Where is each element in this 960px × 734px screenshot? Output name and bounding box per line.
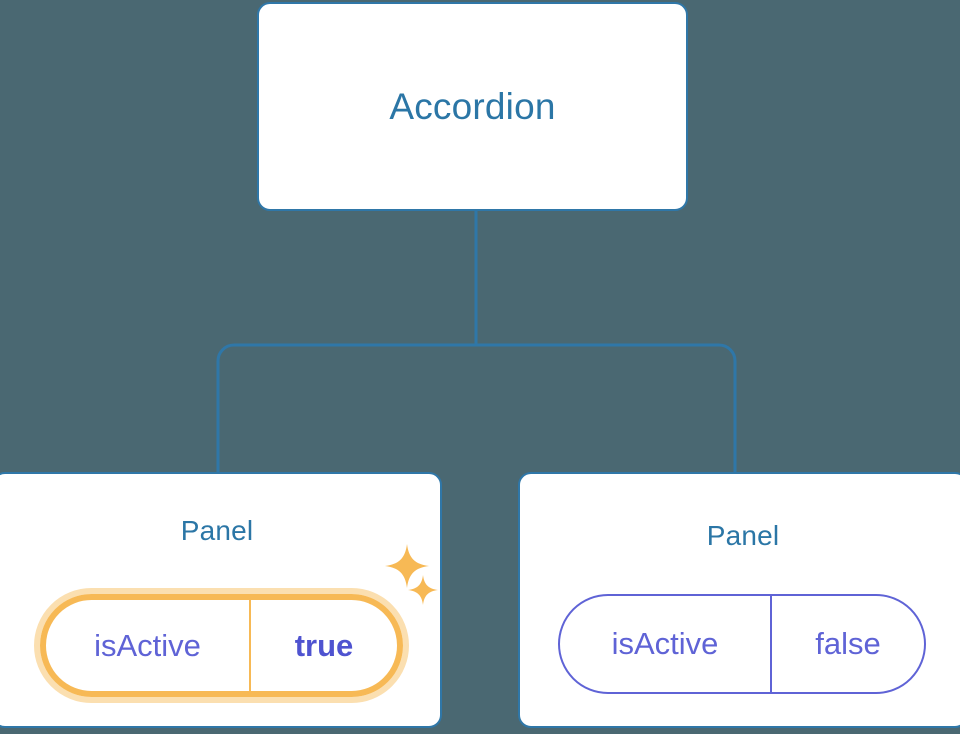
node-accordion[interactable]: Accordion [257, 2, 688, 211]
connector-bus-to-left-panel [216, 343, 476, 472]
prop-value-label: true [294, 627, 354, 663]
node-panel-left[interactable]: Panel isActive true [0, 472, 442, 728]
node-panel-right-label: Panel [706, 520, 780, 551]
prop-pill-isactive-false[interactable]: isActive false [558, 594, 926, 694]
prop-value-label: false [815, 626, 881, 661]
prop-pill-left-glow [34, 588, 409, 703]
prop-key-label: isActive [560, 596, 772, 692]
node-accordion-label: Accordion [389, 86, 556, 127]
prop-key-label: isActive [46, 600, 251, 691]
node-panel-left-label: Panel [180, 515, 254, 546]
node-panel-right[interactable]: Panel isActive false [518, 472, 960, 728]
prop-pill-isactive-true[interactable]: isActive true [40, 594, 403, 697]
connector-bus-to-right-panel [476, 343, 737, 472]
prop-pill-left-wrapper[interactable]: isActive true [34, 588, 409, 703]
